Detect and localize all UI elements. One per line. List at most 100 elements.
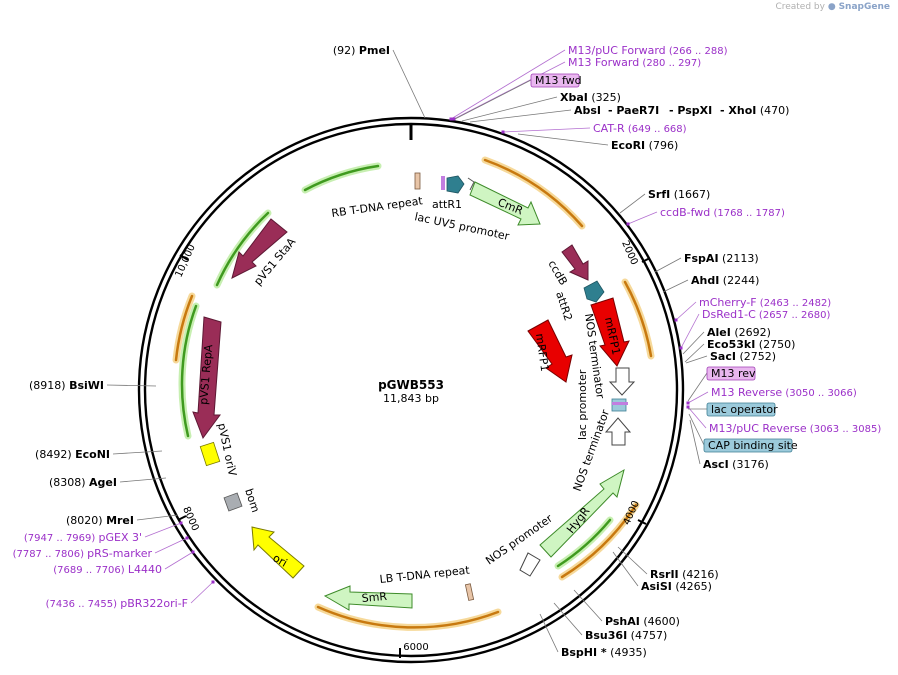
- primer-label: M13/pUC Reverse (3063 .. 3085): [709, 422, 881, 435]
- primer-connector: [450, 49, 566, 120]
- site-19[interactable]: (8918) BsiWI: [29, 379, 104, 392]
- primer-4[interactable]: mCherry-F (2463 .. 2482): [699, 296, 831, 309]
- primer-connector: [502, 127, 591, 133]
- site-9[interactable]: AhdI (2244): [691, 274, 759, 287]
- primer-5[interactable]: DsRed1-C (2657 .. 2680): [702, 308, 830, 321]
- site-position: (2750): [755, 338, 795, 351]
- primer-2[interactable]: CAT-R (649 .. 668): [593, 122, 687, 135]
- primer-position: (649 .. 668): [625, 124, 687, 135]
- primer-position: (7787 .. 7806): [13, 549, 88, 560]
- site-label: AbsI: [574, 104, 601, 117]
- site-label: PshAI (4600): [605, 615, 680, 628]
- primer-label: M13/pUC Forward (266 .. 288): [568, 44, 728, 57]
- site-8[interactable]: FspAI (2113): [684, 252, 759, 265]
- boxed-feature-box: [703, 438, 793, 453]
- primer-arc-right: [621, 278, 655, 360]
- boxed-feature-box: [706, 366, 756, 381]
- site-connector: [553, 602, 583, 636]
- site-17[interactable]: Bsu36I (4757): [585, 629, 667, 642]
- boxed-feature-1[interactable]: M13 rev: [706, 366, 756, 381]
- credit-prefix: Created by: [775, 2, 825, 12]
- primer-label: (7689 .. 7706) L4440: [53, 563, 162, 576]
- site-0[interactable]: (92) PmeI: [333, 44, 390, 57]
- site-name: MreI: [106, 514, 134, 527]
- site-name: AhdI: [691, 274, 719, 287]
- site-name: AscI: [703, 458, 729, 471]
- site-5[interactable]: - XhoI (470): [720, 104, 789, 117]
- site-connector: [612, 551, 639, 587]
- primer-position: (7689 .. 7706): [53, 565, 128, 576]
- site-3[interactable]: - PaeR7I: [608, 104, 659, 117]
- rb-tdna-repeat-feature: [414, 172, 421, 190]
- site-position: (8918): [29, 379, 69, 392]
- boxed-feature-2[interactable]: lac operator: [706, 402, 778, 417]
- site-label: RsrII (4216): [650, 568, 719, 581]
- site-4[interactable]: - PspXI: [669, 104, 712, 117]
- primer-11[interactable]: (7436 .. 7455) pBR322ori-F: [46, 597, 188, 610]
- site-20[interactable]: (8492) EcoNI: [35, 448, 110, 461]
- site-label: Bsu36I (4757): [585, 629, 667, 642]
- tick-label-0: 2000: [619, 239, 639, 267]
- site-name: PmeI: [359, 44, 390, 57]
- primer-1[interactable]: M13 Forward (280 .. 297): [568, 56, 701, 69]
- site-14[interactable]: RsrII (4216): [650, 568, 719, 581]
- primer-7[interactable]: M13/pUC Reverse (3063 .. 3085): [709, 422, 881, 435]
- tick-label-1: 4000: [622, 499, 642, 527]
- site-position: (470): [756, 104, 789, 117]
- primer-name: M13/pUC Forward: [568, 44, 666, 57]
- primer-10[interactable]: (7689 .. 7706) L4440: [53, 563, 162, 576]
- mrfp1-inner-feature: [527, 319, 573, 383]
- site-label: AsiSI (4265): [641, 580, 712, 593]
- primer-8[interactable]: (7947 .. 7969) pGEX 3': [24, 531, 142, 544]
- label-connectors: [106, 49, 709, 653]
- primer-connector: [627, 211, 658, 225]
- site-22[interactable]: (8020) MreI: [66, 514, 134, 527]
- site-name: - PaeR7I: [608, 104, 659, 117]
- site-10[interactable]: AleI (2692): [707, 326, 771, 339]
- site-connector: [119, 477, 167, 483]
- site-connector: [469, 109, 572, 123]
- site-13[interactable]: AscI (3176): [703, 458, 769, 471]
- site-connector: [106, 384, 157, 387]
- primer-name: L4440: [128, 563, 162, 576]
- site-7[interactable]: SrfI (1667): [648, 188, 710, 201]
- boxed-feature-0[interactable]: M13 fwd: [530, 73, 582, 88]
- site-18[interactable]: BspHI * (4935): [561, 646, 647, 659]
- feature-label-17: pVS1 oriV: [215, 422, 239, 478]
- primer-6[interactable]: M13 Reverse (3050 .. 3066): [711, 386, 857, 399]
- boxed-feature-connector: [688, 413, 705, 446]
- primer-arc-green-left-core: [215, 211, 270, 287]
- site-connector: [573, 589, 603, 622]
- site-12[interactable]: SacI (2752): [710, 350, 776, 363]
- primer-9[interactable]: (7787 .. 7806) pRS-marker: [13, 547, 153, 560]
- site-21[interactable]: (8308) AgeI: [49, 476, 117, 489]
- bom-feature: [223, 492, 243, 512]
- restriction-site-labels: (92) PmeI XbaI (325)AbsI - PaeR7I - PspXI - …: [29, 44, 795, 659]
- site-11[interactable]: Eco53kI (2750): [707, 338, 795, 351]
- site-name: XbaI: [560, 91, 588, 104]
- primer-3[interactable]: ccdB-fwd (1768 .. 1787): [660, 206, 785, 219]
- site-2[interactable]: AbsI: [574, 104, 601, 117]
- lac-uv5-promoter-feature: [467, 177, 475, 191]
- primer-mark: [211, 580, 215, 584]
- site-label: AleI (2692): [707, 326, 771, 339]
- site-16[interactable]: PshAI (4600): [605, 615, 680, 628]
- primer-label: (7947 .. 7969) pGEX 3': [24, 531, 142, 544]
- primer-mark: [179, 521, 183, 525]
- primer-name: M13/pUC Reverse: [709, 422, 807, 435]
- primer-name: M13 Reverse: [711, 386, 782, 399]
- tick-4000: [637, 519, 647, 525]
- primer-mark: [185, 536, 189, 540]
- primer-position: (3063 .. 3085): [807, 424, 882, 435]
- boxed-feature-3[interactable]: CAP binding site: [703, 438, 798, 453]
- boxed-feature-connector: [454, 79, 532, 120]
- feature-label-18: pVS1 RepA: [197, 343, 215, 405]
- primer-0[interactable]: M13/pUC Forward (266 .. 288): [568, 44, 728, 57]
- feature-label-1: attR1: [432, 198, 462, 211]
- site-15[interactable]: AsiSI (4265): [641, 580, 712, 593]
- primer-label: M13 Forward (280 .. 297): [568, 56, 701, 69]
- primer-mark: [626, 222, 630, 226]
- site-1[interactable]: XbaI (325): [560, 91, 621, 104]
- site-6[interactable]: EcoRI (796): [611, 139, 678, 152]
- tick-8000: [177, 515, 187, 521]
